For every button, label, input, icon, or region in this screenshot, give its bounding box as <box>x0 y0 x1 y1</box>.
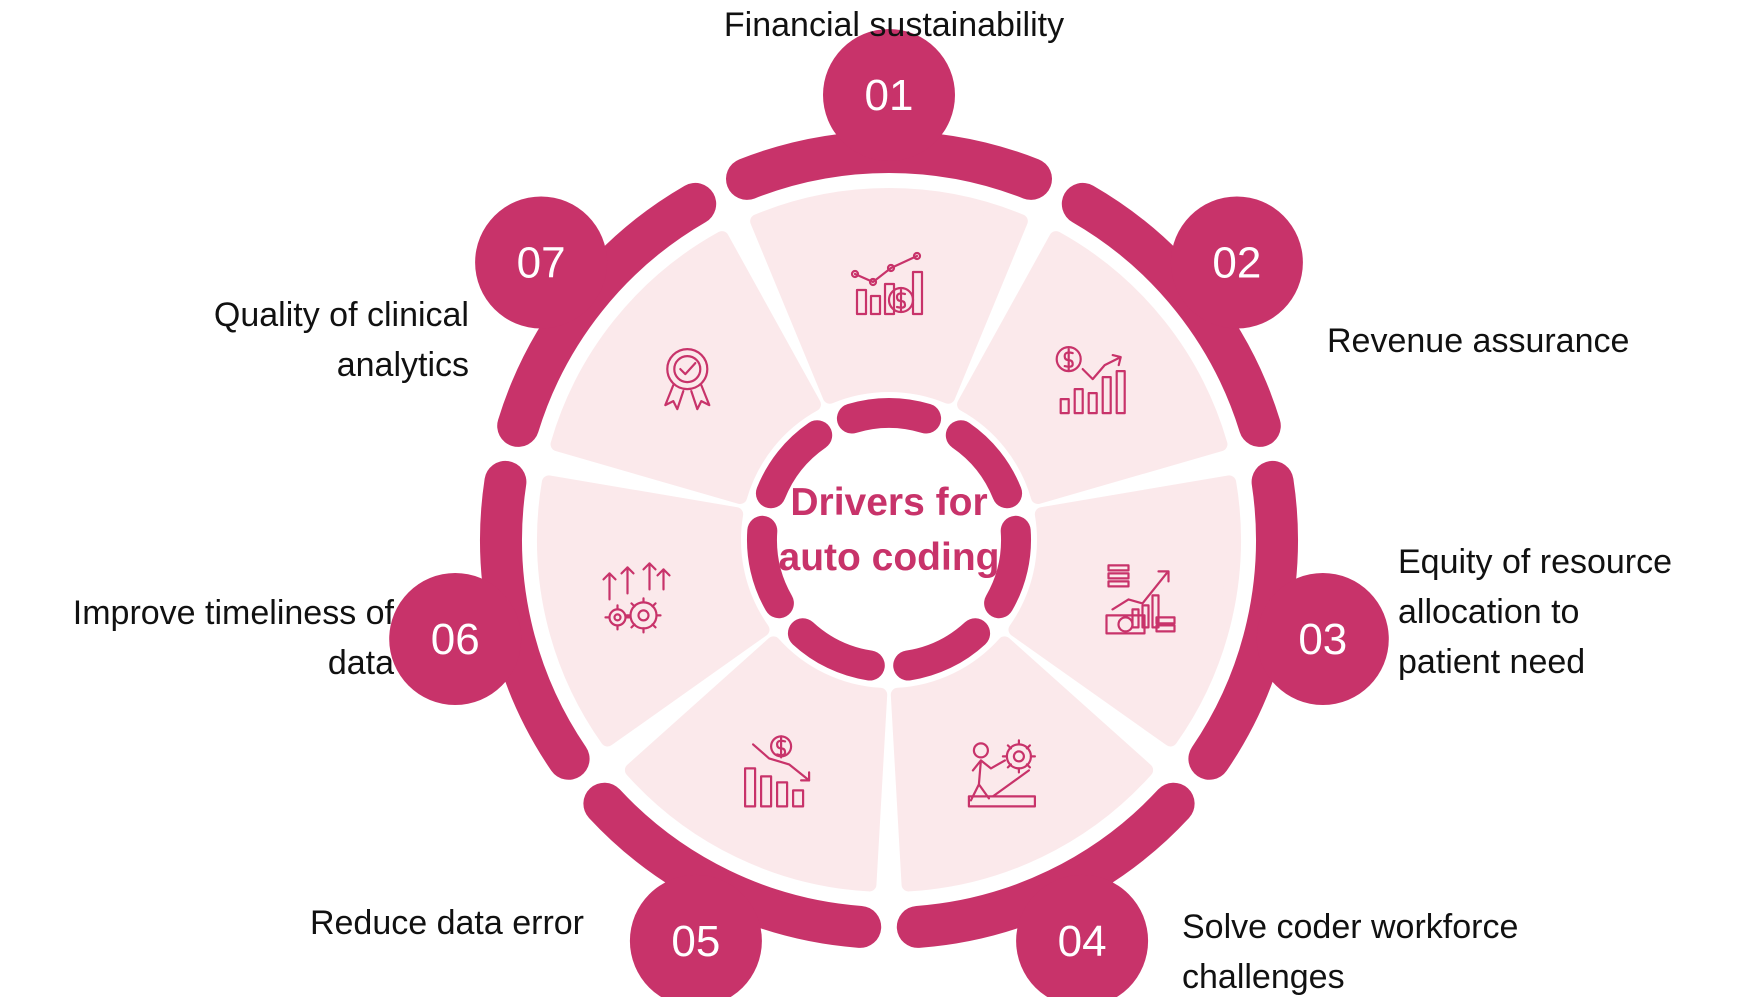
driver-wedge-05 <box>624 636 888 892</box>
worker-gear-icon <box>967 739 1037 808</box>
driver-inner-arc-07 <box>755 420 833 509</box>
driver-segment-07: 07 <box>475 182 833 509</box>
driver-label-03-line-3: patient need <box>1398 643 1586 681</box>
driver-label-03-line-2: allocation to <box>1398 593 1580 631</box>
driver-label-06: Improve timeliness of data <box>0 588 394 688</box>
driver-label-07-line-1: Quality of clinical <box>213 296 469 334</box>
driver-number-circle-03 <box>1256 573 1389 705</box>
driver-label-07: Quality of clinical analytics <box>60 290 469 390</box>
driver-label-06-line-1: Improve timeliness of <box>72 594 394 632</box>
driver-segment-04: 04 <box>890 618 1195 997</box>
driver-number-circle-02 <box>1170 196 1303 329</box>
driver-label-02-line-1: Revenue assurance <box>1327 322 1630 360</box>
driver-wedge-07 <box>550 231 821 504</box>
driver-wedge-04 <box>890 636 1154 892</box>
driver-wedge-03 <box>1008 475 1241 747</box>
driver-number-06: 06 <box>431 615 480 664</box>
driver-label-07-line-2: analytics <box>336 346 469 384</box>
driver-segment-06: 06 <box>389 460 794 780</box>
center-title-line-1: Drivers for <box>790 481 987 524</box>
driver-label-03-line-1: Equity of resource <box>1398 543 1673 581</box>
driver-number-03: 03 <box>1298 615 1347 664</box>
driver-label-05: Reduce data error <box>170 898 584 948</box>
driver-inner-arc-06 <box>746 515 794 619</box>
driver-number-circle-05 <box>629 874 762 997</box>
driver-number-circle-06 <box>389 573 522 705</box>
driver-label-04: Solve coder workforce challenges <box>1182 902 1518 1002</box>
gears-up-arrows-icon <box>602 562 671 634</box>
driver-number-04: 04 <box>1058 917 1107 966</box>
driver-segment-02: 02 <box>945 182 1303 509</box>
driver-label-05-line-1: Reduce data error <box>309 904 584 942</box>
driver-wedge-06 <box>537 475 770 747</box>
driver-segment-01: 01 <box>726 29 1052 434</box>
financial-growth-chart-icon <box>850 251 924 316</box>
driver-label-04-line-1: Solve coder workforce <box>1182 908 1519 946</box>
icons-layer <box>602 251 1176 808</box>
driver-number-02: 02 <box>1212 239 1261 288</box>
quality-badge-icon <box>664 348 711 411</box>
driver-label-01: Financial sustainability <box>594 0 1194 50</box>
driver-label-06-line-2: data <box>327 644 394 682</box>
driver-label-01-line-1: Financial sustainability <box>723 6 1065 44</box>
money-allocation-chart-icon <box>1105 564 1176 635</box>
driver-number-01: 01 <box>865 71 914 120</box>
driver-number-circle-04 <box>1016 874 1149 997</box>
driver-inner-arc-03 <box>984 515 1032 619</box>
revenue-growth-chart-icon <box>1055 346 1126 415</box>
driver-label-03: Equity of resource allocation to patient… <box>1398 537 1672 687</box>
driver-segment-05: 05 <box>583 618 888 997</box>
driver-wedge-02 <box>957 231 1228 504</box>
driver-number-07: 07 <box>517 239 566 288</box>
driver-label-02: Revenue assurance <box>1327 316 1629 366</box>
driver-number-circle-01 <box>823 29 955 161</box>
driver-inner-arc-05 <box>787 618 885 681</box>
segments-layer: 01 02 03 04 05 06 07 <box>389 29 1389 997</box>
driver-inner-arc-02 <box>945 420 1023 509</box>
driver-number-05: 05 <box>671 917 720 966</box>
center-title-line-2: auto coding <box>779 536 1000 579</box>
driver-label-04-line-2: challenges <box>1182 958 1345 996</box>
driver-inner-arc-01 <box>836 398 942 434</box>
driver-segment-03: 03 <box>984 460 1389 780</box>
driver-inner-arc-04 <box>893 618 991 681</box>
driver-number-circle-07 <box>475 196 608 329</box>
declining-cost-chart-icon <box>743 735 811 808</box>
